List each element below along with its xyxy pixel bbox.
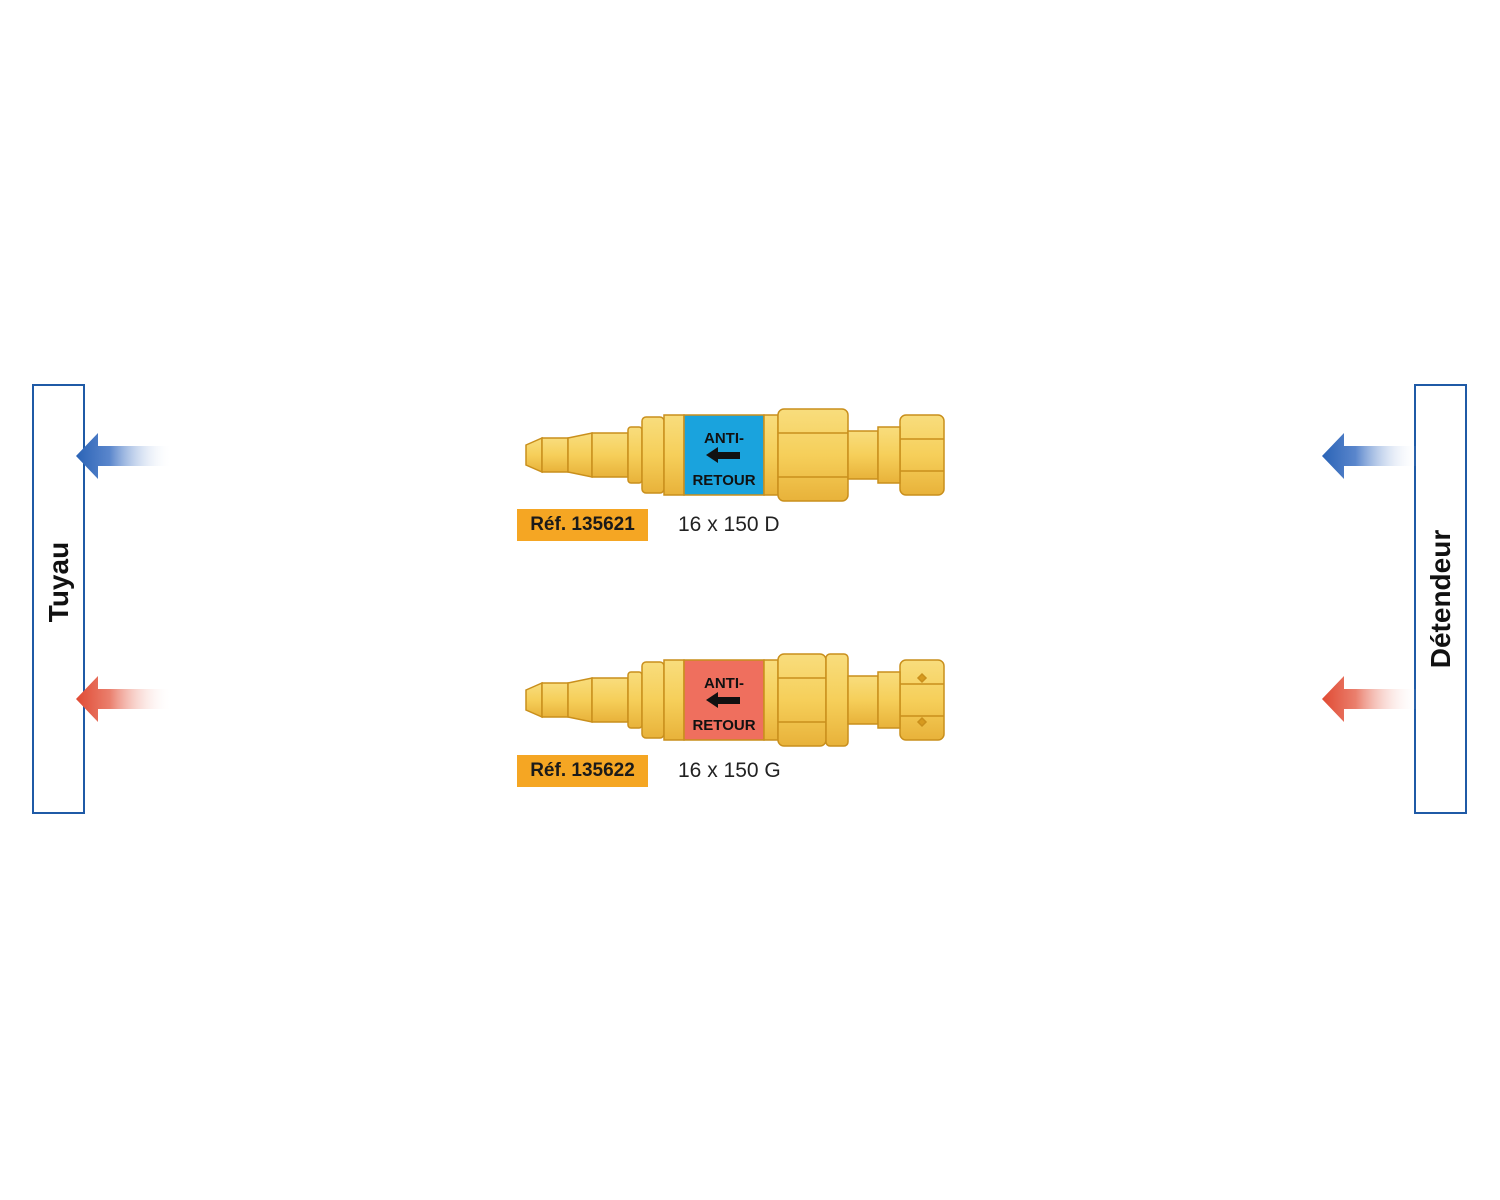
spec-text: 16 x 150 D [678,513,780,536]
band-line1: ANTI- [704,675,744,692]
red-flow-arrow-icon-right [1322,676,1418,722]
flashback-arrestor-blue: ANTI- RETOUR [525,408,945,502]
left-arrow-icon [706,692,740,708]
flashback-arrestor-red: ANTI- RETOUR [525,653,945,747]
left-arrow-icon [706,447,740,463]
band-line2: RETOUR [692,717,755,734]
blue-flow-arrow-icon-left [76,433,172,479]
spec-text: 16 x 150 G [678,759,781,782]
band-line2: RETOUR [692,472,755,489]
band-line1: ANTI- [704,430,744,447]
reference-badge: Réf. 135622 [517,755,648,787]
regulator-label: Détendeur [1424,529,1456,669]
hose-panel: Tuyau [32,384,85,814]
regulator-panel: Détendeur [1414,384,1467,814]
red-flow-arrow-icon-left [76,676,172,722]
blue-flow-arrow-icon-right [1322,433,1418,479]
reference-badge: Réf. 135621 [517,509,648,541]
hose-label: Tuyau [42,541,74,623]
